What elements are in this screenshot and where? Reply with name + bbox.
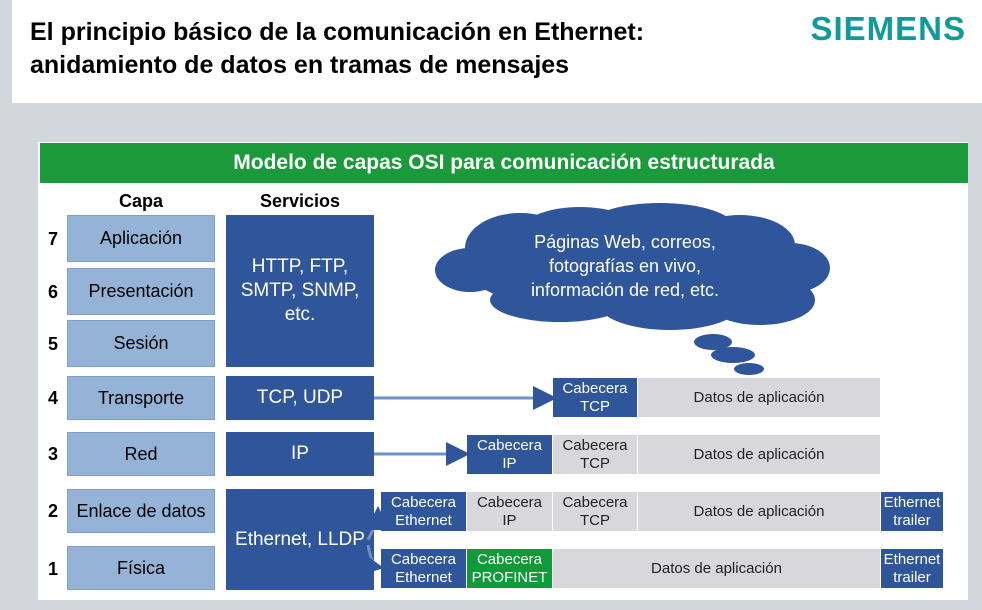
- frame1-profinet-header: Cabecera PROFINET: [467, 549, 552, 588]
- arrow-link-profinet: [358, 544, 384, 576]
- diagram-banner: Modelo de capas OSI para comunicación es…: [40, 143, 968, 183]
- layer-box-presentacion: Presentación: [67, 268, 215, 315]
- siemens-logo: SIEMENS: [810, 10, 966, 47]
- service-box-link: Ethernet, LLDP: [226, 489, 374, 590]
- frame4-tcp-header: Cabecera TCP: [553, 378, 637, 417]
- frame3-tcp-header: Cabecera TCP: [553, 435, 637, 474]
- frame2-ethernet-trailer: Ethernet trailer: [881, 492, 943, 531]
- frame1-ethernet-header: Cabecera Ethernet: [381, 549, 466, 588]
- frame2-app-data: Datos de aplicación: [638, 492, 880, 531]
- page-title: El principio básico de la comunicación e…: [30, 18, 645, 79]
- service-box-network: IP: [226, 432, 374, 476]
- frame2-tcp-header: Cabecera TCP: [553, 492, 637, 531]
- layer-box-aplicacion: Aplicación: [67, 215, 215, 262]
- frame3-ip-header: Cabecera IP: [467, 435, 552, 474]
- layer-box-fisica: Física: [67, 546, 215, 590]
- layer-number-6: 6: [47, 282, 58, 302]
- layer-number-7: 7: [47, 229, 58, 249]
- frame1-app-data: Datos de aplicación: [553, 549, 880, 588]
- column-header-capa: Capa: [118, 191, 163, 211]
- layer-number-4: 4: [47, 388, 58, 408]
- layer-number-1: 1: [47, 559, 58, 579]
- service-box-transport: TCP, UDP: [226, 376, 374, 420]
- layer-box-sesion: Sesión: [67, 320, 215, 367]
- layer-number-3: 3: [47, 444, 58, 464]
- frame3-app-data: Datos de aplicación: [638, 435, 880, 474]
- layer-number-2: 2: [47, 501, 58, 521]
- cloud-text: Páginas Web, correos, fotografías en viv…: [530, 232, 720, 300]
- frame2-ethernet-header: Cabecera Ethernet: [381, 492, 466, 531]
- frame2-ip-header: Cabecera IP: [467, 492, 552, 531]
- header-bar: [12, 0, 982, 103]
- frame4-app-data: Datos de aplicación: [638, 378, 880, 417]
- service-box-application: HTTP, FTP, SMTP, SNMP, etc.: [226, 215, 374, 367]
- cloud-shape: [435, 203, 830, 375]
- layer-number-5: 5: [47, 334, 58, 354]
- layer-box-enlace: Enlace de datos: [67, 489, 215, 533]
- layer-box-transporte: Transporte: [67, 376, 215, 420]
- arrow-link-ethernet: [365, 506, 390, 541]
- layer-box-red: Red: [67, 432, 215, 476]
- column-header-servicios: Servicios: [259, 191, 341, 211]
- frame1-ethernet-trailer: Ethernet trailer: [881, 549, 943, 588]
